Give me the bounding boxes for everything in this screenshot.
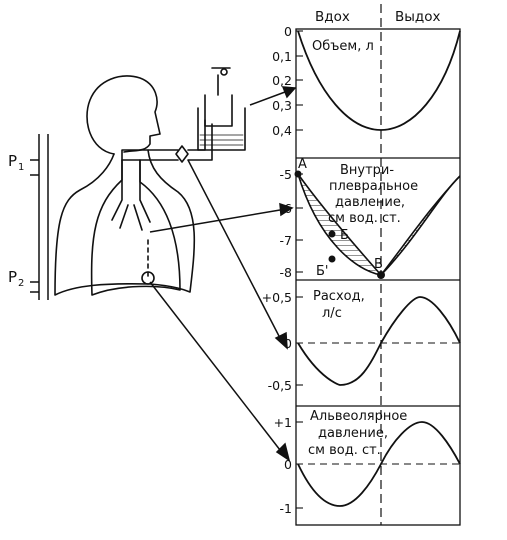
p2-label: P (8, 268, 17, 286)
spirometer-stand (211, 67, 231, 96)
p1-label: P (8, 152, 17, 170)
chart-frame (295, 4, 461, 526)
pressure-gauge-lines (30, 134, 49, 300)
point-v-label: В (374, 257, 383, 272)
pleural-hatched-area (298, 174, 460, 275)
p2-subscript: 2 (18, 278, 24, 289)
tick-volume-0: 0 (284, 24, 292, 39)
tick-flow-zero: 0 (284, 336, 292, 351)
spirometer-knob (220, 68, 228, 76)
breathing-tube (121, 149, 179, 161)
lung-outline (90, 159, 181, 296)
point-b-marker (328, 230, 336, 238)
tick-flow-plus05: +0,5 (262, 290, 292, 305)
pleural-title-line2: плевральное (329, 179, 418, 194)
alveolar-title-line3: см вод. ст. (308, 443, 381, 458)
p1-subscript: 1 (18, 162, 24, 173)
head-outline (86, 75, 161, 155)
point-a-label: А (298, 157, 307, 172)
tick-pleural-minus8: -8 (280, 265, 293, 280)
alveolar-title-line2: давление, (318, 426, 388, 441)
tick-volume-0-3: 0,3 (272, 98, 292, 113)
tick-alveolar-plus1: +1 (274, 415, 292, 430)
spirometer-water (199, 134, 244, 146)
tick-volume-0-2: 0,2 (272, 73, 292, 88)
torso-outline (54, 149, 196, 296)
point-v-marker (377, 271, 385, 279)
inhale-label: Вдох (315, 9, 350, 25)
pleural-curve-inhale-upper (297, 173, 382, 276)
tick-alveolar-zero: 0 (284, 457, 292, 472)
tick-volume-0-4: 0,4 (272, 123, 292, 138)
alveolar-title-line1: Альвеолярное (310, 409, 407, 424)
volume-curve (297, 30, 461, 131)
connector-arrows (149, 86, 297, 462)
flow-title-line1: Расход, (313, 289, 365, 304)
valve-diamond (175, 145, 189, 163)
tick-pleural-minus7: -7 (280, 233, 292, 248)
tick-alveolar-minus1: -1 (280, 501, 292, 516)
body-silhouette (54, 67, 246, 296)
spirometer-outer (197, 107, 246, 151)
point-b-prime-marker (328, 255, 336, 263)
spirometer-bell (204, 94, 233, 127)
point-b-label: Б (340, 228, 349, 243)
tick-volume-0-1: 0,1 (272, 49, 292, 64)
tick-pleural-minus5: -5 (280, 167, 292, 182)
flow-curve (297, 296, 461, 386)
chart-border (295, 28, 461, 526)
point-b-prime-label: Б' (316, 264, 329, 279)
alveolus-marker (141, 271, 155, 285)
flow-title-line2: л/с (322, 306, 342, 321)
tick-flow-minus05: -0,5 (268, 378, 292, 393)
point-a-marker (294, 170, 302, 178)
pleural-title-line4: см вод. ст. (328, 211, 401, 226)
pleural-title-line3: давление, (335, 195, 405, 210)
pleural-curve-exhale-outer (380, 175, 461, 276)
pleural-curve-inhale-lower (297, 173, 382, 276)
volume-title: Объем, л (312, 39, 374, 54)
pleural-title-line1: Внутри- (340, 163, 394, 178)
exhale-label: Выдох (395, 9, 441, 25)
alveolar-curve (297, 421, 461, 507)
airway (111, 159, 151, 231)
tick-marks (296, 30, 303, 509)
